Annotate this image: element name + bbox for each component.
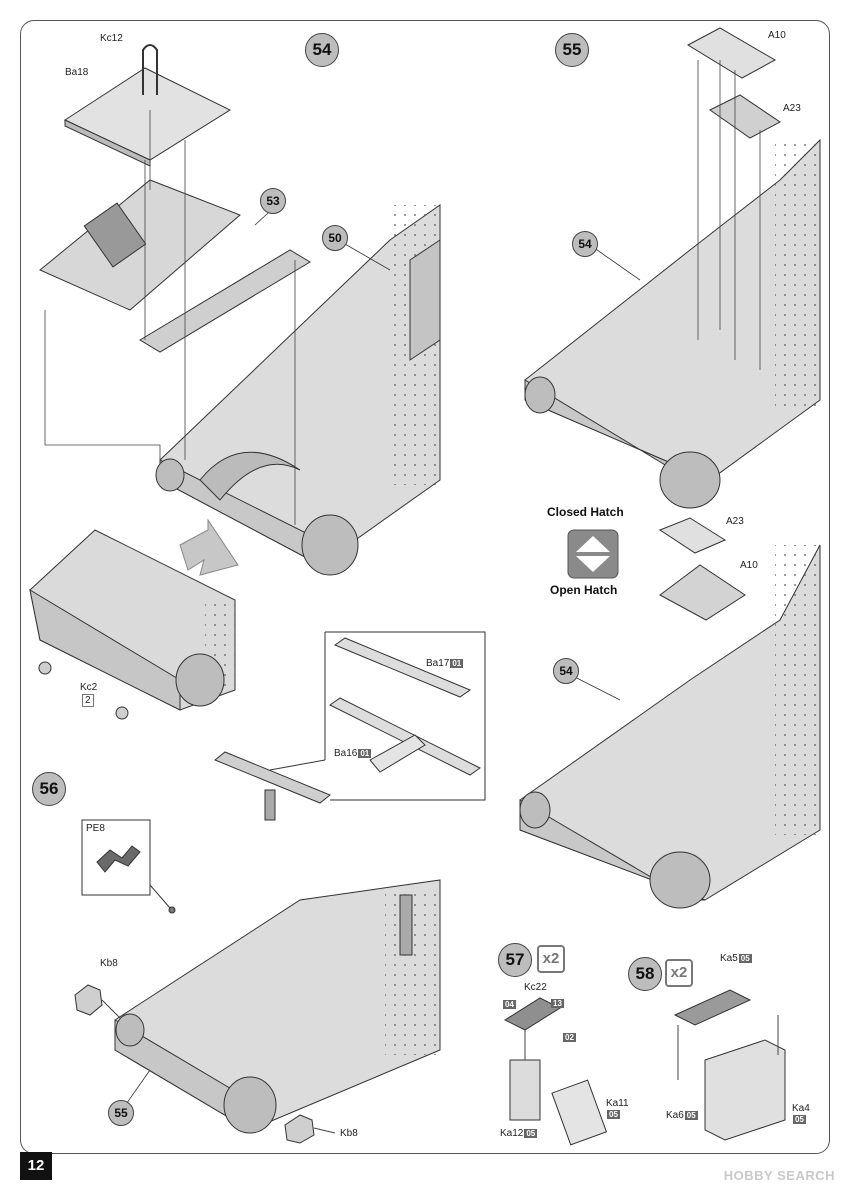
step55-closed-drawing	[524, 27, 821, 509]
part-label-kc2: Kc2	[80, 682, 98, 693]
kc22-tag-a: 04	[503, 999, 516, 1009]
pe8-inset	[81, 819, 176, 914]
ref-55: 55	[108, 1100, 134, 1126]
part-label-a23-mid: A23	[726, 516, 744, 527]
part-label-kb8-right: Kb8	[340, 1128, 358, 1139]
page-number: 12	[20, 1152, 52, 1180]
closed-hatch-label: Closed Hatch	[547, 505, 624, 519]
step56-drawing	[114, 751, 441, 1134]
step-number-56: 56	[32, 772, 66, 806]
step54-drawing	[39, 44, 441, 576]
part-label-a10-mid: A10	[740, 560, 758, 571]
part-label-ba18: Ba18	[65, 67, 89, 78]
kc2-quantity: 2	[82, 694, 94, 707]
ref-54-top: 54	[572, 231, 598, 257]
part-label-a23-top: A23	[783, 103, 801, 114]
step-number-58: 58	[628, 957, 662, 991]
part-label-pe8: PE8	[86, 823, 105, 834]
ref-54-bottom: 54	[553, 658, 579, 684]
part-label-a10-top: A10	[768, 30, 786, 41]
kc2-drawing	[29, 529, 236, 720]
step-number-55: 55	[555, 33, 589, 67]
hatch-toggle-icon	[567, 529, 619, 579]
part-label-kc22: Kc22	[524, 982, 547, 993]
ba16-sprue-tag: 01	[358, 748, 372, 758]
step57-multiplier: x2	[537, 945, 565, 973]
watermark-text: HOBBY SEARCH	[723, 1168, 835, 1183]
step55-open-drawing	[519, 517, 821, 909]
kc22-tag-c: 02	[563, 1032, 576, 1042]
kc22-tag-b: 13	[551, 998, 564, 1008]
step58-drawing	[673, 989, 786, 1141]
step57-drawing	[503, 997, 608, 1146]
step-number-54: 54	[305, 33, 339, 67]
step-number-57: 57	[498, 943, 532, 977]
ba17-sprue-tag: 01	[450, 658, 464, 668]
page-frame	[20, 20, 830, 1154]
part-label-kc12: Kc12	[100, 33, 123, 44]
open-hatch-label: Open Hatch	[550, 583, 618, 597]
step58-multiplier: x2	[665, 959, 693, 987]
ref-53: 53	[260, 188, 286, 214]
rail-inset	[269, 631, 486, 801]
kb8-parts	[74, 984, 336, 1144]
ref-50: 50	[322, 225, 348, 251]
part-label-kb8-left: Kb8	[100, 958, 118, 969]
